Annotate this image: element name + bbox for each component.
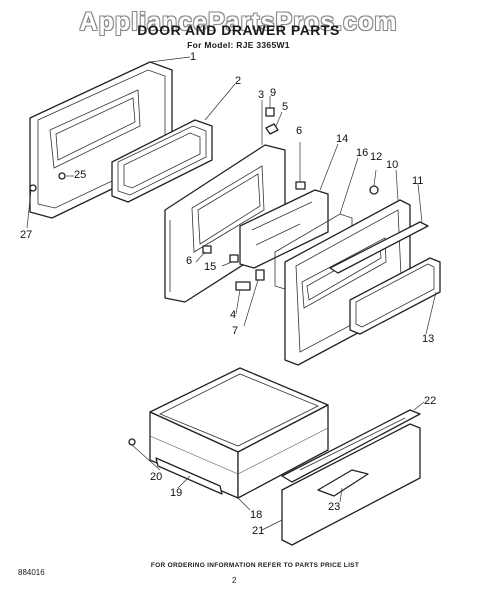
door-stop-15 (229, 254, 239, 263)
callout-13: 13 (422, 333, 435, 345)
callout-11: 11 (412, 175, 424, 187)
callout-25: 25 (74, 169, 87, 181)
callout-4: 4 (230, 309, 237, 321)
callout-16: 16 (356, 147, 369, 159)
callout-12: 12 (370, 151, 383, 163)
clip-6a (295, 181, 306, 190)
callout-5: 5 (282, 101, 289, 113)
callout-20: 20 (150, 471, 163, 483)
callout-15: 15 (204, 261, 217, 273)
callout-14: 14 (336, 133, 349, 145)
screw-25 (58, 172, 66, 180)
drawer-rail-19 (155, 457, 223, 495)
glide-20 (128, 438, 136, 446)
page-number: 2 (232, 576, 237, 585)
screw-12 (369, 185, 379, 195)
callout-9: 9 (270, 87, 277, 99)
callout-19: 19 (170, 487, 183, 499)
oven-door-gasket (349, 257, 441, 335)
model-line: For Model: RJE 3365W1 (187, 40, 290, 50)
inner-door-frame (284, 169, 429, 366)
callout-23: 23 (328, 501, 341, 513)
callout-21: 21 (252, 525, 265, 537)
callout-22: 22 (424, 395, 437, 407)
clip-6b (202, 245, 212, 254)
door-gasket-frame (111, 83, 236, 203)
storage-drawer (149, 367, 329, 511)
glass-panel (239, 143, 339, 269)
callout-7: 7 (232, 325, 239, 337)
diagram-title: DOOR AND DRAWER PARTS (137, 22, 340, 38)
watermark-logo: AppliancePartsPros.com (79, 8, 398, 36)
ordering-info-note: FOR ORDERING INFORMATION REFER TO PARTS … (150, 562, 360, 569)
document-number: 884016 (18, 568, 45, 577)
screw-part (265, 96, 275, 117)
callout-18: 18 (250, 509, 263, 521)
callout-6b: 6 (186, 255, 193, 267)
callout-6a: 6 (296, 125, 303, 137)
callout-1: 1 (190, 51, 197, 63)
latch-4 (235, 281, 251, 291)
drawer-handle-23 (317, 469, 369, 497)
hinge-part (265, 111, 283, 135)
callout-3: 3 (258, 89, 265, 101)
latch-7 (255, 269, 265, 281)
screw-27 (29, 184, 37, 192)
callout-10: 10 (386, 159, 399, 171)
callout-2: 2 (235, 75, 242, 87)
callout-27: 27 (20, 229, 33, 241)
